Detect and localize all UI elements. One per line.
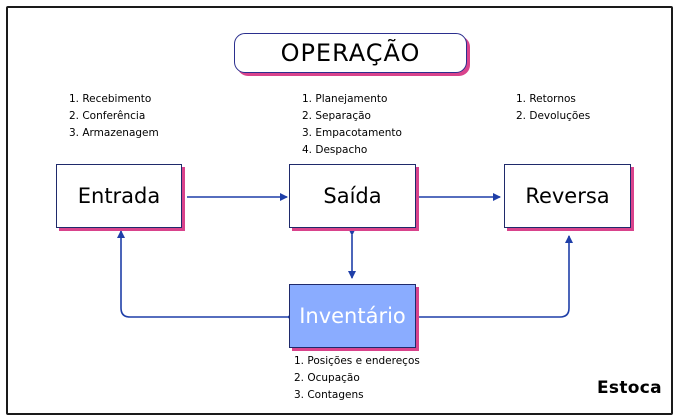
- reversa-step: 2. Devoluções: [516, 110, 591, 122]
- inventario-box: Inventário: [289, 284, 416, 348]
- inventario-step: 2. Ocupação: [294, 372, 360, 384]
- saida-step: 4. Despacho: [302, 144, 368, 156]
- reversa-steps: 1. Retornos 2. Devoluções: [516, 91, 590, 125]
- saida-steps: 1. Planejamento 2. Separação 3. Empacota…: [302, 91, 402, 159]
- entrada-step: 2. Conferência: [69, 110, 146, 122]
- inventario-step: 3. Contagens: [294, 389, 364, 401]
- inventario-step: 1. Posições e endereços: [294, 355, 420, 367]
- entrada-step: 1. Recebimento: [69, 93, 152, 105]
- entrada-steps: 1. Recebimento 2. Conferência 3. Armazen…: [69, 91, 159, 142]
- inventario-steps: 1. Posições e endereços 2. Ocupação 3. C…: [294, 353, 420, 404]
- entrada-box: Entrada: [56, 164, 182, 228]
- diagram-title: OPERAÇÃO: [234, 33, 467, 73]
- arrow-inventario-reversa: [413, 235, 573, 321]
- saida-step: 2. Separação: [302, 110, 371, 122]
- saida-step: 1. Planejamento: [302, 93, 388, 105]
- saida-step: 3. Empacotamento: [302, 127, 402, 139]
- estoca-logo: Estoca: [597, 378, 662, 398]
- arrow-inventario-entrada: [117, 230, 294, 321]
- saida-box: Saída: [289, 164, 416, 228]
- entrada-step: 3. Armazenagem: [69, 127, 159, 139]
- reversa-box: Reversa: [504, 164, 631, 228]
- reversa-step: 1. Retornos: [516, 93, 576, 105]
